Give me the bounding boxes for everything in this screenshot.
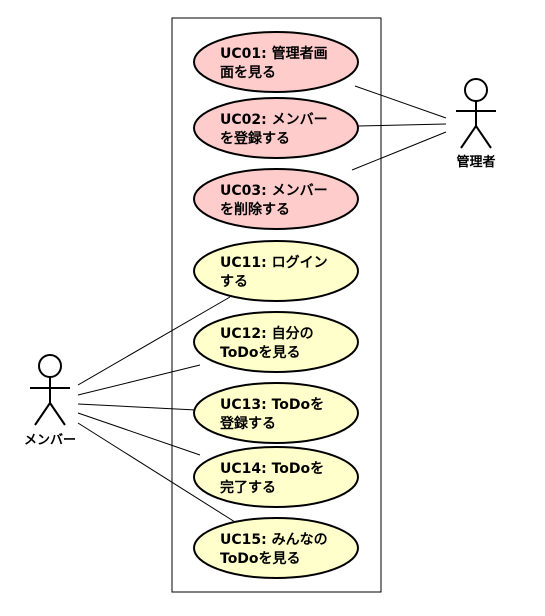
actor-member-label: メンバー: [24, 433, 76, 448]
association-member-uc13: [77, 403, 197, 411]
usecase-label-line-2: 登録する: [219, 415, 276, 432]
association-admin-uc03: [351, 131, 447, 171]
usecase-label-line-2: 完了する: [220, 479, 276, 496]
usecase-uc15: UC15: みんなの ToDoを見る: [193, 517, 359, 579]
usecase-label-line-2: ToDoを見る: [220, 551, 301, 567]
usecase-label-line-1: UC14: ToDoを: [220, 461, 324, 477]
usecase-label-line-1: UC15: みんなの: [220, 532, 328, 548]
association-admin-uc02: [357, 123, 447, 127]
actor-head: [464, 78, 488, 102]
association-member-uc12: [77, 364, 201, 396]
usecase-ellipse: [193, 168, 359, 230]
actor-admin: [456, 78, 496, 149]
usecase-uc12: UC12: 自分の ToDoを見る: [193, 311, 359, 373]
usecase-ellipse: [193, 31, 359, 93]
usecase-uc11: UC11: ログイン する: [193, 240, 359, 302]
usecase-uc14: UC14: ToDoを 完了する: [193, 446, 359, 508]
usecase-label-line-2: する: [220, 274, 248, 290]
usecase-uc02: UC02: メンバー を登録する: [193, 97, 359, 159]
usecase-ellipse: [193, 311, 359, 373]
usecase-label-line-1: UC11: ログイン: [220, 254, 328, 271]
usecase-label-line-1: UC12: 自分の: [220, 325, 314, 342]
usecase-uc01: UC01: 管理者画 面を見る: [193, 31, 359, 93]
usecase-label-line-2: を削除する: [220, 201, 290, 218]
usecase-ellipse: [193, 382, 359, 444]
actor-left-leg: [460, 125, 477, 149]
usecase-label-line-2: 面を見る: [220, 65, 276, 81]
usecase-label-line-2: を登録する: [220, 130, 290, 147]
usecase-label-line-1: UC03: メンバー: [220, 183, 328, 199]
usecase-ellipse: [193, 240, 359, 302]
association-member-uc11: [77, 296, 231, 386]
actor-head: [38, 354, 62, 378]
usecase-ellipse: [193, 97, 359, 159]
association-member-uc14: [77, 412, 201, 456]
actor-right-leg: [475, 125, 492, 149]
usecase-uc03: UC03: メンバー を削除する: [193, 168, 359, 230]
usecase-uc13: UC13: ToDoを 登録する: [193, 382, 359, 444]
usecase-ellipse: [193, 446, 359, 508]
system-boundary: [171, 17, 382, 593]
actor-left-leg: [34, 402, 51, 426]
actor-member: [30, 354, 70, 426]
usecase-label-line-1: UC02: メンバー: [220, 112, 328, 128]
association-member-uc15: [77, 422, 236, 523]
actor-right-leg: [49, 402, 66, 426]
usecase-label-line-1: UC01: 管理者画: [220, 45, 328, 62]
usecase-label-line-1: UC13: ToDoを: [220, 397, 324, 413]
association-admin-uc01: [354, 85, 447, 119]
usecase-ellipse: [193, 517, 359, 579]
actor-admin-label: 管理者: [456, 154, 495, 170]
usecase-label-line-2: ToDoを見る: [220, 345, 301, 361]
associations: [77, 85, 447, 523]
